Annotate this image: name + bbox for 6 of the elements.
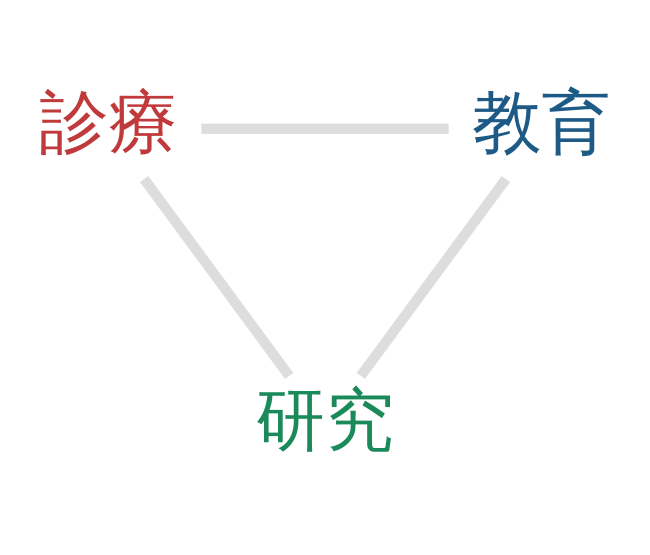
node-text: 教育 <box>472 82 611 163</box>
node-text: 研究 <box>256 380 394 460</box>
node-text: 診療 <box>39 82 178 163</box>
connector <box>140 176 294 380</box>
connector <box>356 176 510 380</box>
connector <box>201 124 449 134</box>
